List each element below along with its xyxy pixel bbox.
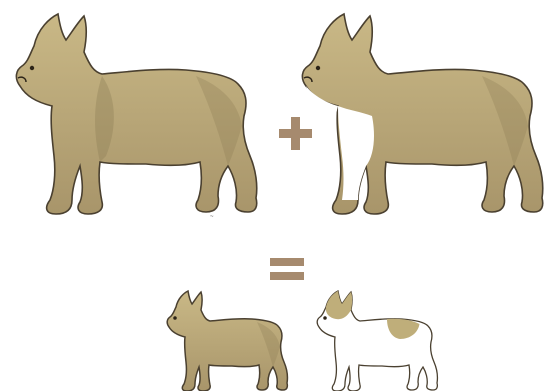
- offspring-dog-fawn: [167, 291, 287, 391]
- offspring-dog-white-pied: [317, 291, 437, 391]
- equals-sign: [270, 258, 304, 280]
- svg-text:~: ~: [210, 214, 214, 220]
- parent-dog-fawn: ~: [16, 14, 256, 220]
- plus-sign: [279, 117, 312, 150]
- parent-dog-pied: [302, 14, 542, 214]
